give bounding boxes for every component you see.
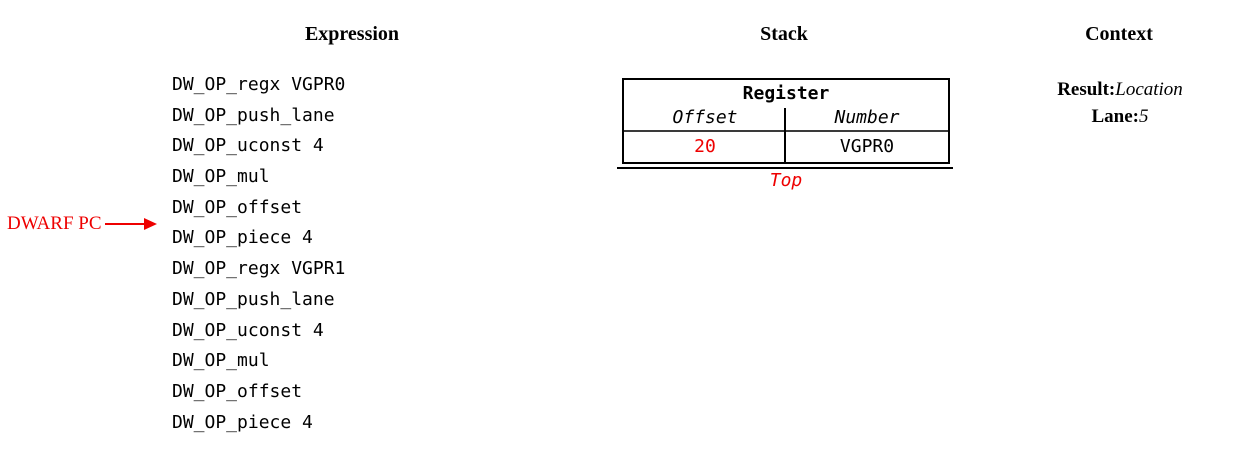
offset-column-header: Offset: [672, 107, 738, 128]
expression-op: DW_OP_uconst 4: [172, 135, 324, 157]
expression-op: DW_OP_offset: [172, 380, 303, 402]
register-table-header-row: Offset Number: [624, 106, 948, 130]
arrow-head-icon: [143, 218, 157, 230]
stack-top-label: Top: [769, 170, 803, 191]
expression-op: DW_OP_push_lane: [172, 288, 335, 310]
expression-column-header: Expression: [304, 23, 400, 45]
stack-top-line: [617, 167, 953, 169]
dwarf-pc-marker: DWARF PC: [7, 213, 157, 235]
stack-register-table: Register Offset Number 20 VGPR0: [622, 78, 950, 164]
context-column-header: Context: [1085, 23, 1153, 45]
expression-op: DW_OP_offset: [172, 196, 303, 218]
expression-op: DW_OP_push_lane: [172, 104, 335, 126]
register-table-separator: [624, 130, 948, 132]
register-table-title: Register: [742, 83, 830, 104]
expression-op: DW_OP_regx VGPR0: [172, 74, 346, 95]
register-table-value-row: 20 VGPR0: [624, 132, 948, 162]
dwarf-pc-label: DWARF PC: [7, 213, 102, 234]
number-column-header: Number: [834, 107, 900, 128]
arrow-right-icon: [104, 223, 144, 225]
register-table-column-divider: [784, 108, 786, 162]
expression-op: DW_OP_mul: [172, 166, 270, 188]
expression-op: DW_OP_piece 4: [172, 227, 313, 249]
expression-op: DW_OP_uconst 4: [172, 319, 324, 341]
expression-op-list: DW_OP_regx VGPR0 DW_OP_push_lane DW_OP_u…: [172, 70, 345, 438]
context-block: Result:Location Lane:5: [1029, 77, 1211, 131]
stack-column-header: Stack: [760, 23, 808, 45]
context-result-line: Result:Location: [1029, 77, 1211, 104]
expression-op: DW_OP_piece 4: [172, 411, 313, 433]
result-label: Result:: [1057, 79, 1116, 100]
offset-value: 20: [694, 136, 716, 157]
lane-value: 5: [1139, 106, 1149, 127]
expression-op: DW_OP_mul: [172, 350, 270, 372]
lane-label: Lane:: [1091, 106, 1140, 127]
result-value: Location: [1115, 79, 1183, 100]
context-lane-line: Lane:5: [1029, 104, 1211, 131]
number-value: VGPR0: [839, 136, 895, 157]
expression-op: DW_OP_regx VGPR1: [172, 258, 346, 280]
